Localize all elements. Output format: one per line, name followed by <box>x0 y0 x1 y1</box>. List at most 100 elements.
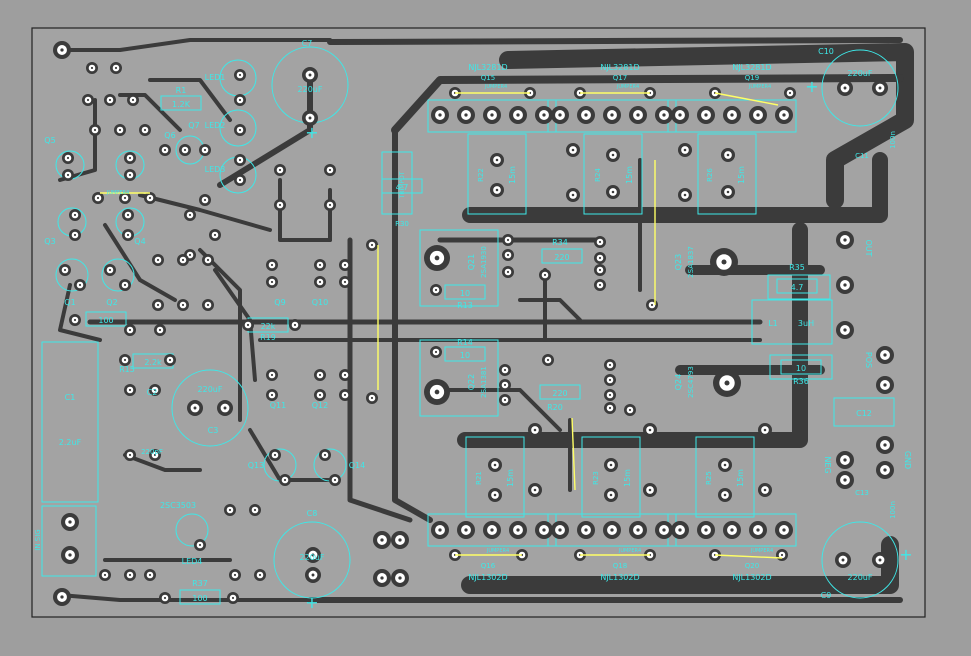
resistor-ref-label: R19 <box>260 333 276 342</box>
output-transistor-pad <box>629 106 647 124</box>
polarity-plus-mark: + <box>899 545 912 564</box>
resistor-value-label: 1.2K <box>172 100 191 109</box>
emitter-resistor-ref: R22 <box>477 168 485 182</box>
transistor-ref-label: Q17 <box>613 74 627 82</box>
resistor-body-outline <box>444 284 486 300</box>
resistor-value-label: 100 <box>192 594 207 603</box>
connector-label: IN SIG <box>34 529 42 550</box>
small-component-pad <box>314 369 326 381</box>
resistor-pad <box>718 458 732 472</box>
small-component-pad <box>62 169 74 181</box>
connector-label: C12 <box>856 409 872 418</box>
cap-value-label: 220uF <box>198 385 223 394</box>
resistor-pad <box>643 423 657 437</box>
small-component-pad <box>289 319 301 331</box>
resistor-pad <box>643 483 657 497</box>
output-transistor-pad <box>535 106 553 124</box>
component-ref-label: Q10 <box>312 298 328 307</box>
small-component-pad <box>124 152 136 164</box>
emitter-resistor-ref: R25 <box>705 471 713 485</box>
connector-label: GND <box>903 451 912 469</box>
small-component-pad <box>194 539 206 551</box>
small-component-pad <box>89 124 101 136</box>
driver-pad <box>594 236 606 248</box>
component-ref-label: Q13 <box>248 461 264 470</box>
component-ref-label: LED2 <box>205 121 226 130</box>
small-component-pad <box>199 144 211 156</box>
small-component-pad <box>144 192 156 204</box>
driver-pad <box>499 394 511 406</box>
jumper-wires <box>100 92 783 559</box>
resistor-value-label: 220 <box>554 253 569 262</box>
small-component-pad <box>152 254 164 266</box>
driver-pad <box>604 374 616 386</box>
component-ref-label: Q1 <box>64 298 75 307</box>
resistor-ref-label: R36 <box>793 377 809 386</box>
output-transistor-pad <box>509 521 527 539</box>
connector-pad <box>391 569 409 587</box>
small-component-pad <box>124 384 136 396</box>
resistor-pad <box>678 188 692 202</box>
small-component-pad <box>159 144 171 156</box>
silkscreen-outlines <box>41 46 899 599</box>
output-transistor-pad <box>723 106 741 124</box>
small-component-pad <box>122 209 134 221</box>
driver-heatsink-pad <box>424 379 450 405</box>
jumper-label: JUMPER4 <box>484 84 507 90</box>
resistor-pad <box>488 488 502 502</box>
component-ref-label: Q14 <box>349 461 365 470</box>
resistor-body-outline <box>541 248 583 264</box>
small-component-pad <box>139 124 151 136</box>
resistor-pad <box>721 148 735 162</box>
resistor-ref-label: R35 <box>789 263 805 272</box>
resistor-pad <box>604 488 618 502</box>
cap-ref-label: C9 <box>821 591 832 600</box>
connector-pad <box>61 546 79 564</box>
component-ref-label: Q4 <box>134 237 145 246</box>
transistor-ref-label: Q20 <box>745 562 759 570</box>
resistor-ref-label: R30 <box>395 220 409 228</box>
emitter-resistor-value: 15m <box>736 469 745 487</box>
emitter-resistor-value: 15m <box>506 469 515 487</box>
capacitor-pad <box>305 567 321 583</box>
connector-pad <box>876 346 894 364</box>
jumper-label: JUMPER4 <box>750 548 773 554</box>
polarity-plus-mark: + <box>305 123 318 142</box>
resistor-body-outline <box>539 384 581 400</box>
output-transistor-pad <box>483 521 501 539</box>
component-pads <box>53 41 894 606</box>
small-component-pad <box>124 324 136 336</box>
small-component-pad <box>184 209 196 221</box>
emitter-resistor-value: 15m <box>623 469 632 487</box>
output-transistor-pad <box>551 521 569 539</box>
small-component-pad <box>144 569 156 581</box>
connector-pad <box>876 436 894 454</box>
small-component-pad <box>266 369 278 381</box>
polarity-plus-mark: + <box>305 593 318 612</box>
cap-value-label: 220pF <box>141 448 163 456</box>
polarity-plus-mark: + <box>805 77 818 96</box>
connector-pad <box>836 451 854 469</box>
connector-pad <box>836 231 854 249</box>
capacitor-pad <box>837 80 853 96</box>
small-component-pad <box>234 154 246 166</box>
component-ref-label: LED3 <box>205 165 226 174</box>
resistor-pad <box>721 185 735 199</box>
output-transistor-pad <box>431 521 449 539</box>
small-component-pad <box>119 354 131 366</box>
capacitor-pad <box>217 400 233 416</box>
small-component-pad <box>339 389 351 401</box>
driver-pad <box>594 264 606 276</box>
resistor-ref-label: R14 <box>457 338 473 347</box>
connector-label: OUT <box>864 239 873 256</box>
emitter-resistor-value: 15m <box>737 166 746 184</box>
resistor-pad <box>490 153 504 167</box>
small-component-pad <box>234 69 246 81</box>
small-component-pad <box>104 94 116 106</box>
connector-pad <box>836 471 854 489</box>
driver-pad <box>502 234 514 246</box>
transistor-part-label: NJL1302D <box>468 573 507 582</box>
connector-label: POS <box>864 352 873 368</box>
component-ref-label: Q7 <box>188 121 199 130</box>
resistor-value-label: 100 <box>98 316 113 325</box>
